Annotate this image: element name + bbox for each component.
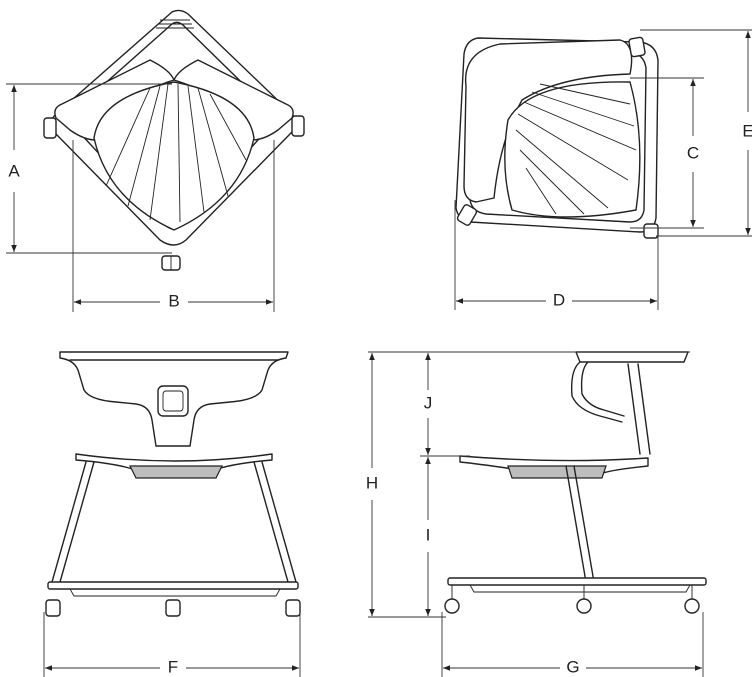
label-d: D (553, 290, 565, 309)
rotated-top-view (455, 36, 659, 239)
top-view (43, 9, 305, 271)
label-h: H (366, 473, 378, 492)
dimension-b: B (72, 140, 275, 312)
label-e: E (742, 121, 752, 140)
label-b: B (168, 291, 179, 310)
dimension-d: D (454, 200, 659, 310)
dimension-h: H (366, 351, 690, 618)
label-g: G (566, 657, 579, 676)
label-f: F (168, 657, 178, 676)
front-view (45, 351, 301, 617)
dimension-c: C (630, 77, 704, 229)
label-a: A (8, 161, 20, 180)
label-j: J (424, 393, 433, 412)
side-view (444, 351, 707, 614)
label-c: C (687, 143, 699, 162)
dimension-a: A (6, 83, 172, 254)
dimension-g: G (441, 612, 704, 677)
dimension-i: I (425, 457, 431, 616)
dimension-j: J (420, 353, 470, 457)
label-i: I (426, 525, 431, 544)
dimension-f: F (43, 612, 301, 677)
dimension-e: E (640, 29, 752, 237)
